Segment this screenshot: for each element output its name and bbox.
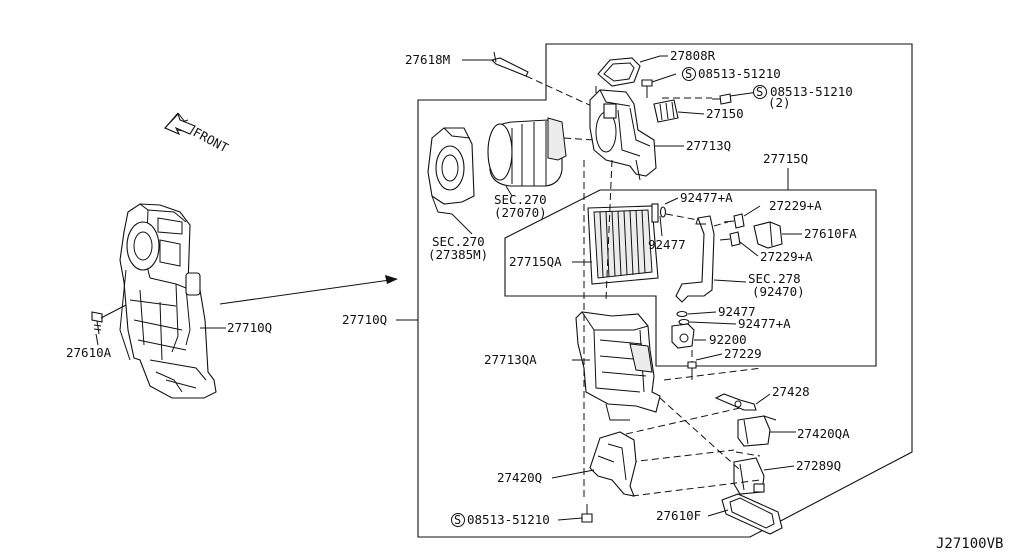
direction-arrow-icon	[219, 279, 391, 305]
s-mark-b: S	[756, 85, 763, 99]
label-27229: 27229	[724, 346, 762, 361]
label-27229A-top: 27229+A	[769, 198, 822, 213]
label-27229A-mid: 27229+A	[760, 249, 813, 264]
bracket-27618M	[490, 51, 529, 77]
actuator-27289Q	[733, 457, 765, 495]
label-27150: 27150	[706, 106, 744, 121]
bolt-27229-icon	[687, 361, 697, 380]
label-sec278-ref: (92470)	[752, 284, 805, 299]
label-27710Q-left: 27710Q	[227, 320, 272, 335]
label-92477A-top: 92477+A	[680, 190, 733, 205]
label-27610F: 27610F	[656, 508, 701, 523]
label-27710Q-right: 27710Q	[342, 312, 387, 327]
label-sec278: SEC.278	[748, 271, 801, 286]
label-08513-b: 08513-51210	[770, 84, 853, 99]
actuator-27420QA	[737, 415, 777, 447]
label-92477-top: 92477	[648, 237, 686, 252]
o-ring-92477-bot-icon	[676, 310, 688, 318]
blower-case	[427, 127, 475, 215]
diagram-code: J27100VB	[936, 536, 1003, 552]
label-27713QA: 27713QA	[484, 352, 537, 367]
direction-arrowhead-icon	[385, 275, 398, 284]
evaporator-subassembly-frame	[504, 189, 877, 367]
screw-27610A-icon	[91, 311, 103, 335]
refrigerant-pipe	[675, 215, 715, 303]
label-sec270-a: SEC.270	[494, 192, 547, 207]
label-27618M: 27618M	[405, 52, 450, 67]
screw-08513-c-icon	[581, 504, 593, 523]
label-92200: 92200	[709, 332, 747, 347]
upper-housing-27713Q	[589, 89, 657, 181]
label-08513-a: 08513-51210	[698, 66, 781, 81]
blower-motor	[487, 117, 567, 197]
label-27610FA: 27610FA	[804, 226, 857, 241]
label-27808R: 27808R	[670, 48, 716, 63]
label-27420QA: 27420QA	[797, 426, 850, 441]
s-mark-a: S	[685, 67, 692, 81]
sensor-27610FA	[753, 221, 783, 249]
linkage-27428	[714, 393, 757, 411]
exploded-view-frame	[417, 43, 913, 538]
label-27289Q: 27289Q	[796, 458, 841, 473]
label-92477A-bot: 92477+A	[738, 316, 791, 331]
label-sec270-b: SEC.270	[432, 234, 485, 249]
label-27713Q: 27713Q	[686, 138, 731, 153]
hvac-assembly-left	[119, 203, 217, 399]
label-27715Q: 27715Q	[763, 151, 808, 166]
bolt-27229A-top-icon	[723, 213, 745, 229]
screw-08513-b-icon	[712, 93, 732, 105]
evaporator-core-27715QA	[587, 203, 659, 285]
bracket-27420Q	[589, 431, 637, 497]
screw-08513-a-icon	[641, 79, 653, 98]
label-27420Q: 27420Q	[497, 470, 542, 485]
front-label: FRONT	[191, 124, 232, 155]
duct-27610F	[721, 493, 783, 535]
label-27610A: 27610A	[66, 345, 112, 360]
label-08513-b-qty: (2)	[768, 95, 791, 110]
expansion-valve-92200	[671, 323, 695, 349]
label-27715QA: 27715QA	[509, 254, 562, 269]
s-mark-c: S	[454, 513, 461, 527]
label-08513-c: 08513-51210	[467, 512, 550, 527]
label-27428: 27428	[772, 384, 810, 399]
resistor-27150	[653, 99, 679, 123]
lower-housing-27713QA	[575, 311, 661, 421]
bolt-27229A-mid-icon	[719, 231, 741, 247]
label-sec270-b-ref: (27385M)	[428, 247, 488, 262]
o-ring-92477A-top-icon	[659, 206, 667, 218]
gasket-27808R	[597, 57, 641, 87]
label-92477-bot: 92477	[718, 304, 756, 319]
front-arrow-icon	[164, 112, 196, 136]
label-sec270-a-ref: (27070)	[494, 205, 547, 220]
